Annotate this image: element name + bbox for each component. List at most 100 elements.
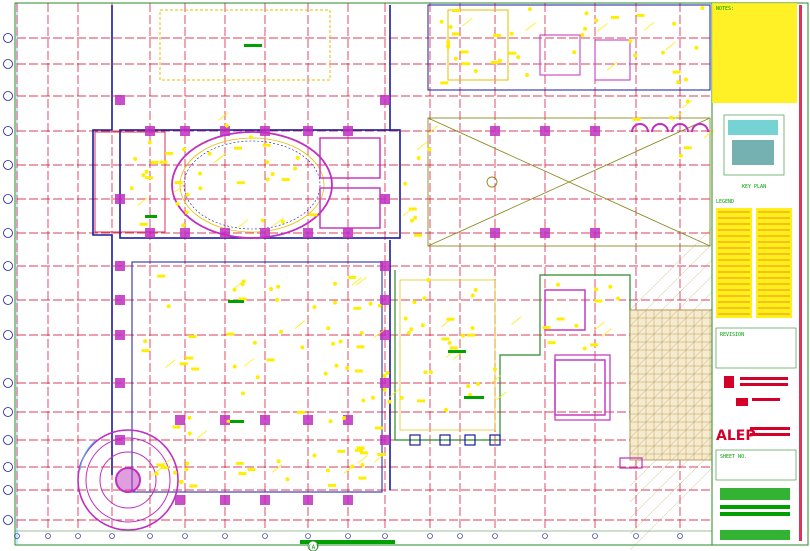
annotation-label: [236, 181, 245, 185]
annotation-tag: [447, 340, 452, 345]
leader-line: [416, 141, 428, 151]
annotation-tag: [556, 282, 560, 287]
revision-label: REVISION: [720, 332, 744, 338]
annotation-tag: [300, 345, 305, 350]
annotation-tag: [410, 218, 415, 223]
annotation-tag: [439, 19, 444, 24]
annotation-label: [508, 51, 517, 55]
annotation-label: [234, 146, 242, 150]
column: [540, 228, 550, 238]
annotation-tag: [446, 43, 451, 48]
annotation-tag: [409, 327, 414, 332]
tile-diag: [629, 323, 713, 407]
tile-diag: [629, 387, 713, 471]
core-box: [319, 137, 381, 179]
leader-line: [490, 375, 501, 384]
revision-blocks: REVISION: [715, 327, 797, 406]
yellow-annotations: [129, 6, 714, 488]
bottom-grid-marker: (A): [300, 540, 395, 551]
annotation-label: [238, 472, 247, 476]
tile-diag: [629, 355, 713, 439]
annotation-tag: [382, 373, 387, 378]
sheet-label: SHEET NO.: [720, 454, 747, 460]
annotation-tag: [312, 305, 317, 310]
annotation-tag: [224, 123, 229, 128]
annotation-label: [414, 233, 423, 237]
grid-bubble: [3, 485, 13, 495]
tile-diag: [629, 307, 713, 391]
annotation-label: [174, 181, 183, 185]
annotation-label: [672, 70, 681, 74]
annotation-tag: [275, 297, 280, 302]
annotation-label: [159, 160, 168, 164]
company-logo: ALEP: [716, 427, 790, 444]
tile-diag: [629, 243, 713, 327]
column: [303, 126, 313, 136]
annotation-label: [451, 32, 460, 36]
annotation-tag: [427, 147, 432, 152]
tile-diag: [629, 451, 713, 535]
annotation-tag: [516, 55, 521, 60]
annotation-label: [188, 335, 197, 339]
column: [260, 228, 270, 238]
annotation-tag: [280, 219, 285, 224]
legend-heading: LEGEND: [716, 199, 734, 205]
grid-bubble: [3, 160, 13, 170]
annotation-label: [337, 449, 346, 453]
leader-line: [351, 277, 362, 286]
leader-line: [173, 184, 184, 194]
column: [590, 126, 600, 136]
sheet-info: SHEET NO.: [715, 449, 797, 540]
grid-bubble-bottom: [14, 533, 20, 539]
annotation-tag: [182, 147, 186, 152]
leader-line: [160, 458, 172, 468]
column: [220, 415, 230, 425]
annotation-tag: [385, 370, 390, 375]
annotation-tag: [371, 395, 375, 400]
grid-bubble: [3, 378, 13, 388]
annotation-tag: [633, 53, 638, 58]
tile-diag: [629, 435, 713, 519]
annotation-tag: [572, 50, 577, 55]
grid-bubble: [3, 33, 13, 43]
leader-line: [357, 455, 368, 464]
annotation-tag: [423, 370, 428, 375]
grid-bubbles: [3, 33, 683, 539]
annotation-tag: [252, 340, 257, 345]
column: [175, 495, 185, 505]
grid-bubble: [3, 462, 13, 472]
annotation-tag: [185, 461, 190, 466]
column: [260, 126, 270, 136]
structural-columns: [115, 95, 709, 505]
annotation-label: [281, 178, 290, 181]
annotation-tag: [184, 210, 189, 215]
annotation-tag: [198, 186, 203, 191]
column: [590, 228, 600, 238]
annotation-tag: [276, 284, 281, 289]
annotation-label: [262, 143, 271, 147]
grid-bubble-bottom: [345, 533, 351, 539]
grid-bubble: [3, 91, 13, 101]
annotation-label: [160, 466, 169, 470]
leader-line: [373, 454, 385, 463]
annotation-tag: [342, 416, 346, 420]
arch: [631, 123, 649, 133]
annotation-tag: [166, 304, 171, 309]
leader-line: [215, 153, 226, 162]
annotation-tag: [580, 33, 585, 37]
tile-diag: [629, 371, 713, 455]
annotation-tag: [248, 135, 253, 140]
column: [115, 194, 125, 204]
annotation-tag: [525, 73, 530, 77]
column: [303, 415, 313, 425]
annotation-label: [636, 13, 645, 17]
annotation-tag: [338, 339, 343, 344]
annotation-tag: [678, 153, 683, 158]
grid-bubble-bottom: [677, 533, 683, 539]
annotation-tag: [470, 326, 475, 330]
annotation-label: [297, 410, 305, 414]
annotation-tag: [468, 392, 473, 397]
grid-bubble: [3, 295, 13, 305]
leader-line: [165, 359, 176, 369]
